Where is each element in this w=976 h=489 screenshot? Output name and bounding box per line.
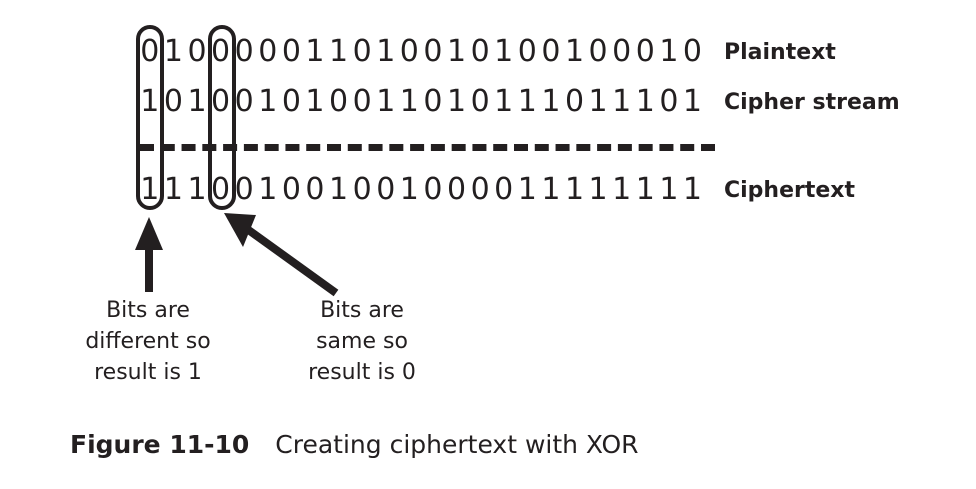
bit-ciphertext-15: 0 bbox=[494, 172, 514, 207]
bit-plaintext-15: 1 bbox=[494, 34, 514, 69]
bit-cipher-stream-10: 1 bbox=[376, 84, 396, 119]
cipher-stream-row-label: Cipher stream bbox=[724, 89, 900, 115]
bit-ciphertext-23: 1 bbox=[682, 172, 702, 207]
annotation-bits-different: Bits are different so result is 1 bbox=[85, 298, 211, 385]
bit-cipher-stream-5: 1 bbox=[258, 84, 278, 119]
bit-cipher-stream-22: 0 bbox=[659, 84, 679, 119]
bit-column-highlight-0 bbox=[136, 25, 164, 210]
bit-cipher-stream-18: 0 bbox=[564, 84, 585, 119]
bit-ciphertext-19: 1 bbox=[588, 172, 608, 207]
bit-cipher-stream-4: 0 bbox=[234, 84, 254, 119]
bit-cipher-stream-3: 0 bbox=[211, 84, 231, 119]
bit-cipher-stream-8: 0 bbox=[329, 84, 349, 119]
bit-ciphertext-22: 1 bbox=[659, 172, 679, 207]
bit-ciphertext-13: 0 bbox=[446, 172, 467, 207]
bit-ciphertext-17: 1 bbox=[541, 172, 561, 207]
bit-plaintext-23: 0 bbox=[682, 34, 702, 69]
bit-cipher-stream-2: 1 bbox=[187, 84, 207, 119]
bit-ciphertext-6: 0 bbox=[281, 172, 301, 207]
bit-plaintext-21: 0 bbox=[635, 34, 655, 69]
bit-plaintext-8: 1 bbox=[329, 34, 349, 69]
bit-plaintext-20: 0 bbox=[612, 34, 632, 69]
bit-cipher-stream-15: 1 bbox=[494, 84, 514, 119]
bit-ciphertext-10: 0 bbox=[376, 172, 396, 207]
figure-caption-text: Creating ciphertext with XOR bbox=[275, 430, 639, 459]
annotation-bits-same: Bits are same so result is 0 bbox=[308, 298, 416, 385]
bit-ciphertext-14: 0 bbox=[470, 172, 490, 207]
bit-column-highlight-3 bbox=[208, 25, 236, 210]
bit-cipher-stream-17: 1 bbox=[541, 84, 561, 119]
bit-plaintext-10: 1 bbox=[376, 34, 396, 69]
figure-caption: Figure 11-10 Creating ciphertext with XO… bbox=[70, 430, 639, 459]
bit-cipher-stream-14: 0 bbox=[470, 84, 490, 119]
bit-cipher-stream-13: 1 bbox=[446, 84, 467, 119]
bit-ciphertext-2: 1 bbox=[187, 172, 207, 207]
bit-cipher-stream-0: 1 bbox=[140, 84, 160, 119]
bit-cipher-stream-1: 0 bbox=[163, 84, 183, 119]
bit-cipher-stream-11: 1 bbox=[399, 84, 419, 119]
bit-plaintext-4: 0 bbox=[234, 34, 254, 69]
bit-ciphertext-7: 0 bbox=[305, 172, 325, 207]
bit-plaintext-14: 0 bbox=[470, 34, 490, 69]
bit-cipher-stream-9: 0 bbox=[352, 84, 372, 119]
bit-plaintext-19: 0 bbox=[588, 34, 608, 69]
figure-caption-number: Figure 11-10 bbox=[70, 430, 250, 459]
bit-plaintext-18: 1 bbox=[564, 34, 585, 69]
bit-cipher-stream-20: 1 bbox=[612, 84, 632, 119]
bit-cipher-stream-23: 1 bbox=[682, 84, 702, 119]
xor-divider-line bbox=[140, 144, 715, 151]
bit-ciphertext-11: 1 bbox=[399, 172, 419, 207]
bit-cipher-stream-16: 1 bbox=[517, 84, 537, 119]
bit-ciphertext-1: 1 bbox=[163, 172, 183, 207]
bit-plaintext-13: 1 bbox=[446, 34, 467, 69]
bit-cipher-stream-6: 0 bbox=[281, 84, 301, 119]
bit-plaintext-2: 0 bbox=[187, 34, 207, 69]
bit-plaintext-7: 1 bbox=[305, 34, 325, 69]
bit-plaintext-6: 0 bbox=[281, 34, 301, 69]
bit-cipher-stream-19: 1 bbox=[588, 84, 608, 119]
bit-ciphertext-9: 0 bbox=[352, 172, 372, 207]
bit-ciphertext-21: 1 bbox=[635, 172, 655, 207]
bit-ciphertext-12: 0 bbox=[423, 172, 443, 207]
bit-plaintext-12: 0 bbox=[423, 34, 443, 69]
bit-ciphertext-5: 1 bbox=[258, 172, 278, 207]
bit-ciphertext-18: 1 bbox=[564, 172, 585, 207]
bit-plaintext-1: 1 bbox=[163, 34, 183, 69]
bit-plaintext-11: 0 bbox=[399, 34, 419, 69]
bit-plaintext-5: 0 bbox=[258, 34, 278, 69]
ciphertext-row-label: Ciphertext bbox=[724, 177, 856, 203]
bit-ciphertext-16: 1 bbox=[517, 172, 537, 207]
bit-plaintext-17: 0 bbox=[541, 34, 561, 69]
bit-cipher-stream-21: 1 bbox=[635, 84, 655, 119]
bit-plaintext-9: 0 bbox=[352, 34, 372, 69]
bit-plaintext-16: 0 bbox=[517, 34, 537, 69]
bit-ciphertext-4: 0 bbox=[234, 172, 254, 207]
bit-ciphertext-20: 1 bbox=[612, 172, 632, 207]
bit-plaintext-22: 1 bbox=[659, 34, 679, 69]
bit-ciphertext-8: 1 bbox=[329, 172, 349, 207]
plaintext-row-label: Plaintext bbox=[724, 39, 836, 65]
bit-cipher-stream-12: 0 bbox=[423, 84, 443, 119]
bit-cipher-stream-7: 1 bbox=[305, 84, 325, 119]
